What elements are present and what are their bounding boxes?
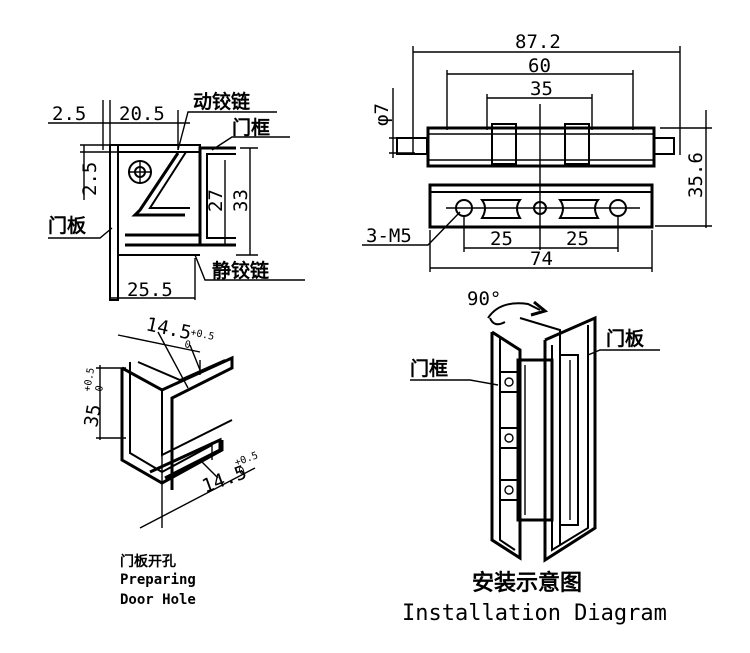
dim-2-5-top: 2.5 [52, 103, 86, 125]
dim-25-left: 25 [490, 228, 513, 250]
caption-door-hole-en-2: Door Hole [120, 592, 196, 608]
dim-87-2: 87.2 [515, 31, 561, 53]
dim-27: 27 [205, 189, 227, 212]
door-hole-view: 14.5 +0.5 0 35 +0.5 0 14.5 +0.5 0 门板开孔 P… [80, 313, 259, 608]
tol-bottom-plus: +0.5 [233, 450, 259, 469]
title-install-cn: 安装示意图 [472, 570, 582, 596]
dim-phi7: φ7 [371, 103, 393, 126]
label-door-frame-side: 门框 [232, 116, 270, 139]
tol-top-zero: 0 [183, 339, 191, 351]
installation-view: 90° 门框 门板 安装示意图 Installation Diagram [402, 288, 667, 626]
dim-35-hole: 35 [80, 403, 106, 429]
tol-bottom-zero: 0 [237, 465, 246, 477]
dim-35: 35 [530, 78, 553, 100]
label-moving-hinge: 动铰链 [193, 90, 250, 113]
dim-60: 60 [528, 55, 551, 77]
dim-25-right: 25 [566, 228, 589, 250]
label-door-frame-install: 门框 [410, 357, 448, 380]
dim-74: 74 [530, 248, 553, 270]
dim-25-5: 25.5 [127, 279, 173, 301]
caption-door-hole-cn: 门板开孔 [120, 553, 176, 570]
dim-35-6: 35.6 [685, 152, 707, 198]
tol-top-plus: +0.5 [189, 327, 215, 343]
tol-height-zero: 0 [94, 385, 106, 393]
dim-3-m5: 3-M5 [366, 225, 412, 247]
label-door-panel-install: 门板 [606, 327, 645, 350]
label-90-degrees: 90° [467, 288, 501, 310]
label-door-panel-side: 门板 [48, 214, 87, 237]
dim-20-5: 20.5 [119, 103, 165, 125]
dim-2-5-left: 2.5 [79, 162, 101, 196]
title-install-en: Installation Diagram [402, 601, 667, 626]
front-view: 87.2 60 35 φ7 [362, 31, 712, 272]
side-view: 2.5 20.5 动铰链 门框 2.5 静铰链 [48, 90, 305, 301]
caption-door-hole-en-1: Preparing [120, 572, 196, 588]
dim-33: 33 [230, 189, 252, 212]
tol-height-plus: +0.5 [82, 367, 97, 393]
label-static-hinge: 静铰链 [212, 259, 269, 282]
